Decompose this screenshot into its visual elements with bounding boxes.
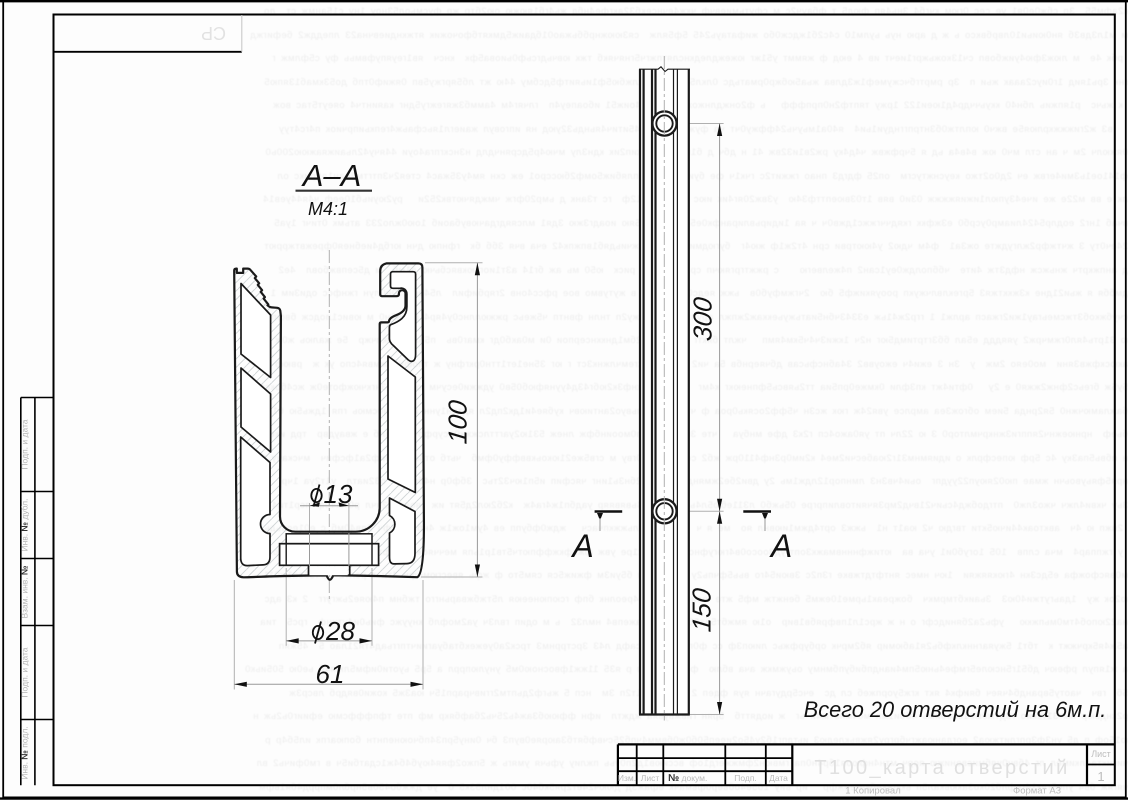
svg-text:Подп. и дата: Подп. и дата	[20, 647, 30, 697]
svg-text:№ докум.: № докум.	[668, 773, 707, 784]
svg-text:Формат А3: Формат А3	[1013, 786, 1061, 797]
svg-text:Дата: Дата	[769, 773, 788, 783]
svg-text:Лист: Лист	[641, 773, 660, 783]
svg-text:Лист: Лист	[1091, 749, 1111, 759]
svg-text:А: А	[769, 528, 792, 564]
svg-text:Инв. № подл.: Инв. № подл.	[20, 726, 30, 779]
svg-text:1 Копировал: 1 Копировал	[845, 786, 901, 797]
svg-text:1: 1	[1097, 769, 1104, 784]
svg-text:13: 13	[324, 479, 353, 509]
svg-text:А–А: А–А	[301, 158, 362, 193]
svg-text:300: 300	[688, 295, 718, 342]
svg-text:150: 150	[687, 586, 717, 633]
svg-text:Инв. № дубл.: Инв. № дубл.	[20, 498, 30, 551]
svg-text:100: 100	[443, 398, 473, 445]
svg-text:Подп.: Подп.	[734, 773, 757, 783]
svg-text:Взам. инв. №: Взам. инв. №	[20, 565, 30, 619]
svg-text:М4:1: М4:1	[308, 199, 348, 219]
svg-text:61: 61	[316, 659, 345, 689]
svg-text:28: 28	[325, 616, 355, 646]
svg-text:А: А	[570, 528, 593, 564]
svg-text:Изм.: Изм.	[618, 773, 636, 783]
svg-text:СР: СР	[201, 23, 226, 43]
svg-text:Подп. и дата: Подп. и дата	[20, 419, 30, 469]
svg-text:Всего 20 отверстий на 6м.п.: Всего 20 отверстий на 6м.п.	[804, 697, 1107, 722]
svg-text:Т100_карта отверстий: Т100_карта отверстий	[814, 757, 1069, 779]
